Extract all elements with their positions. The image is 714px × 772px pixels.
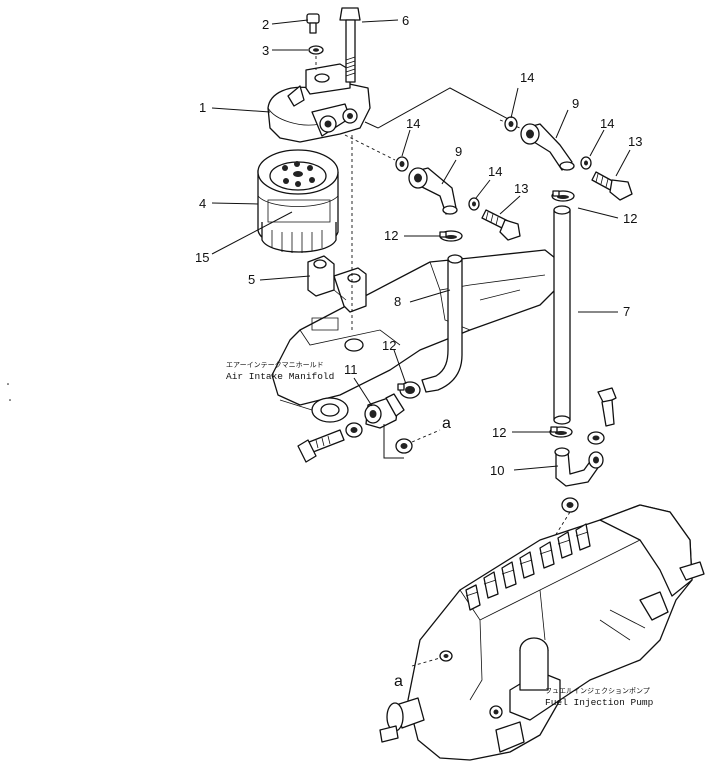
callout-4: 4 xyxy=(199,196,206,211)
callout-9-left: 9 xyxy=(455,144,462,159)
washer-14-b xyxy=(504,116,518,132)
callout-7: 7 xyxy=(623,304,630,319)
connection-mark-a-upper: a xyxy=(442,415,451,432)
callout-12-a: 12 xyxy=(384,228,398,243)
callout-14-b: 14 xyxy=(520,70,534,85)
pump-label-jp: フュエルインジェクションポンプ xyxy=(545,687,650,695)
callout-8: 8 xyxy=(394,294,401,309)
banjo-fitting-9-left xyxy=(408,167,458,215)
hose-clamp-12-a xyxy=(439,230,463,242)
manifold-label: エアーインテークマニホールド Air Intake Manifold xyxy=(226,361,334,382)
manifold-washer xyxy=(345,422,363,438)
callout-13-left: 13 xyxy=(514,181,528,196)
washer-3 xyxy=(308,45,324,55)
callout-13-right: 13 xyxy=(628,134,642,149)
washer-14-d xyxy=(580,156,592,170)
callout-1: 1 xyxy=(199,100,206,115)
callout-12-d: 12 xyxy=(492,425,506,440)
leader-lines xyxy=(211,19,631,471)
manifold-label-en: Air Intake Manifold xyxy=(226,371,334,382)
pump-label: フュエルインジェクションポンプ Fuel Injection Pump xyxy=(545,687,654,708)
callout-6: 6 xyxy=(402,13,409,28)
manifold-bolt xyxy=(297,429,345,463)
washer-14-c xyxy=(468,197,480,211)
manifold-label-jp: エアーインテークマニホールド xyxy=(226,361,324,369)
washer-a-connection xyxy=(395,438,413,454)
hose-clamp-12-d xyxy=(549,426,573,438)
elbow-fitting-10 xyxy=(554,447,604,487)
hose-7 xyxy=(553,205,571,425)
pump-label-en: Fuel Injection Pump xyxy=(545,697,654,708)
banjo-bolt-13-right xyxy=(591,171,633,201)
callout-5: 5 xyxy=(248,272,255,287)
delivery-valves xyxy=(465,523,591,611)
callout-12-b: 12 xyxy=(623,211,637,226)
callout-14-d: 14 xyxy=(600,116,614,131)
callout-14-c: 14 xyxy=(488,164,502,179)
callout-11: 11 xyxy=(344,362,358,377)
callout-12-c: 12 xyxy=(382,338,396,353)
long-bolt-6 xyxy=(339,7,361,83)
callout-10: 10 xyxy=(490,463,504,478)
banjo-bolt-13-left xyxy=(481,209,521,241)
elbow-fitting-11 xyxy=(364,393,405,429)
air-intake-manifold xyxy=(271,249,556,423)
callout-9-right: 9 xyxy=(572,96,579,111)
pump-banjo-bolt xyxy=(597,387,617,427)
washer-below-10 xyxy=(561,497,579,513)
banjo-fitting-9-right xyxy=(520,123,575,171)
callout-numbers: 2 3 6 1 4 15 5 7 8 14 14 14 14 9 9 13 13… xyxy=(195,13,642,478)
pump-washer xyxy=(587,431,605,445)
fuel-injection-pump xyxy=(379,504,705,761)
hose-clamp-12-c xyxy=(397,381,421,399)
filter-head xyxy=(267,63,371,143)
hose-clamp-12-b xyxy=(551,190,575,202)
callout-3: 3 xyxy=(262,43,269,58)
hose-8 xyxy=(421,254,463,393)
bracket-5 xyxy=(307,255,367,313)
callout-15: 15 xyxy=(195,250,209,265)
callout-2: 2 xyxy=(262,17,269,32)
washer-14-a xyxy=(395,156,409,172)
bolt-2 xyxy=(306,13,320,34)
filter-cartridge xyxy=(257,149,339,253)
callout-14-a: 14 xyxy=(406,116,420,131)
connection-mark-a-lower: a xyxy=(394,673,403,690)
